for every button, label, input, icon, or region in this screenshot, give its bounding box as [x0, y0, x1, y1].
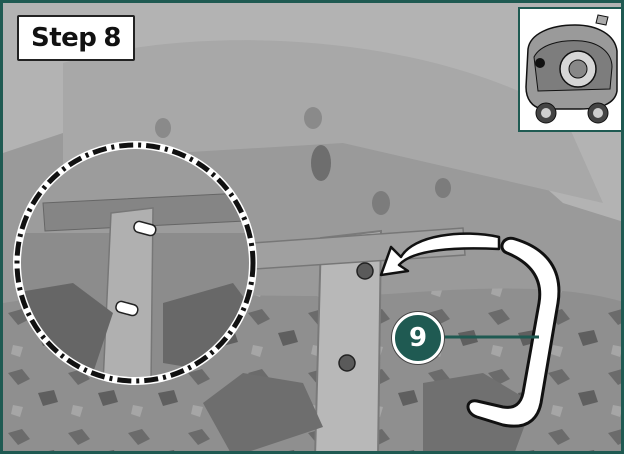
locator-inset: [518, 7, 623, 132]
step-label: Step 8: [17, 15, 135, 61]
part-callout-badge: 9: [392, 312, 444, 364]
location-marker: [535, 58, 545, 68]
bolt-hole: [339, 355, 355, 371]
step-word: Step: [31, 23, 96, 53]
step-number: 8: [103, 23, 121, 53]
mower-locator-illustration: [520, 9, 621, 130]
callout-number: 9: [409, 323, 427, 353]
bolt-hole: [357, 263, 373, 279]
